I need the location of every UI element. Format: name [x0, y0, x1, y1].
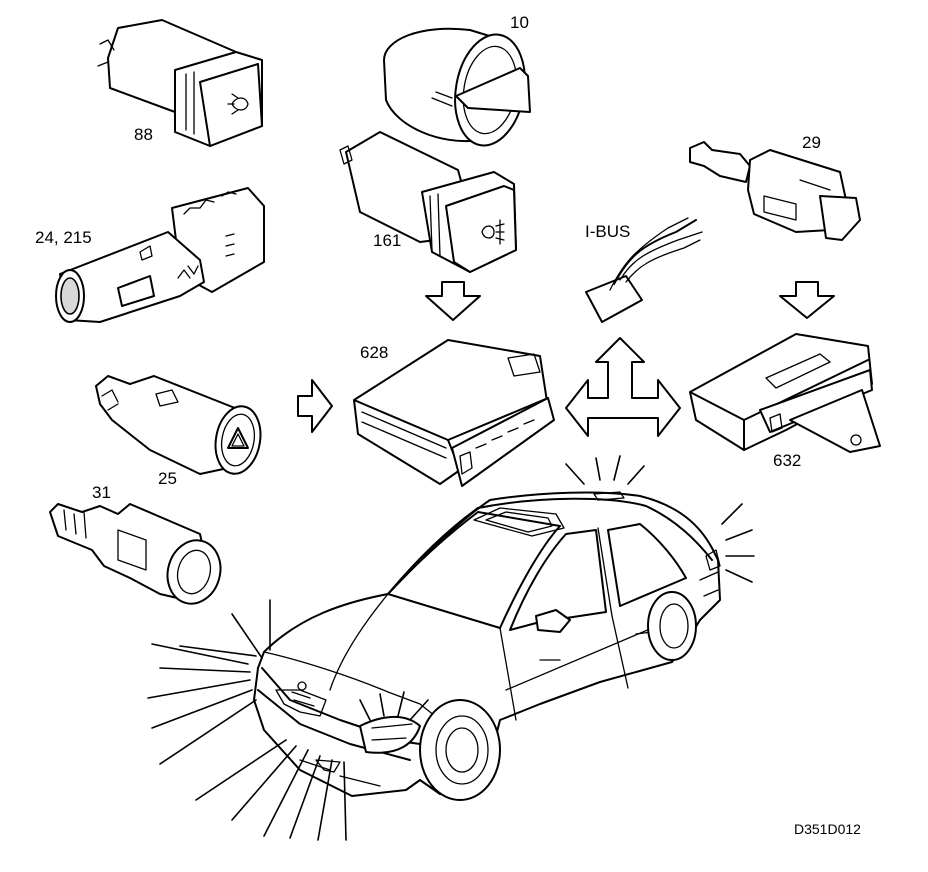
label-29: 29 — [802, 133, 821, 152]
hazard-switch-illustration — [95, 375, 262, 475]
front-bumper-light-rays — [195, 739, 347, 841]
main-light-switch-illustration — [383, 27, 531, 147]
label-25: 25 — [158, 469, 177, 488]
fog-light-switch-illustration — [97, 19, 263, 147]
roof-light-rays — [565, 455, 645, 485]
car-illustration — [253, 491, 721, 801]
arrow-down-from-161 — [425, 281, 481, 321]
rear-light-rays — [721, 503, 755, 583]
front-right-light-rays — [359, 691, 429, 721]
arrow-down-from-29 — [779, 281, 835, 319]
label-628: 628 — [360, 343, 388, 362]
front-left-light-rays — [147, 599, 271, 765]
three-way-arrow — [565, 337, 681, 437]
sensor-switch-illustration — [49, 503, 222, 605]
drawing-code: D351D012 — [794, 821, 861, 837]
label-161: 161 — [373, 231, 401, 250]
label-632: 632 — [773, 451, 801, 470]
label-88: 88 — [134, 125, 153, 144]
arrow-right-to-628 — [297, 379, 333, 433]
rear-fog-switch-illustration — [339, 131, 517, 273]
label-24-215: 24, 215 — [35, 228, 92, 247]
stalk-switch-illustration — [55, 187, 265, 323]
control-module-628-illustration — [353, 339, 555, 487]
module-632-illustration — [689, 333, 881, 453]
label-31: 31 — [92, 483, 111, 502]
label-ibus: I-BUS — [585, 222, 630, 241]
brake-light-switch-illustration — [689, 141, 861, 241]
ibus-connector-illustration — [585, 217, 703, 323]
label-10: 10 — [510, 13, 529, 32]
